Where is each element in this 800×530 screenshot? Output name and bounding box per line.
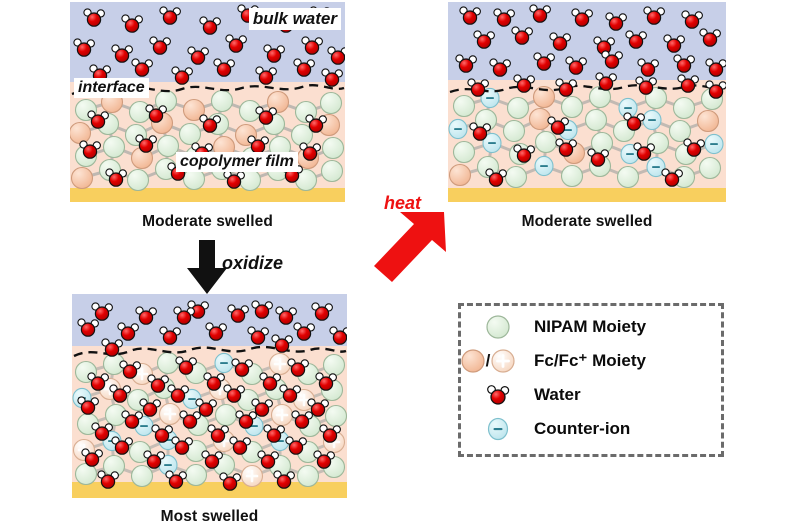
- heat-arrow-label: heat: [384, 193, 422, 213]
- panel-bottom-left-graphics: [72, 300, 347, 491]
- legend-item-nipam: NIPAM Moiety: [471, 314, 646, 340]
- counter-ion-icon: [471, 416, 525, 442]
- label-bulk-water: bulk water: [248, 8, 341, 30]
- label-copolymer-film: copolymer film: [176, 152, 298, 172]
- legend-item-fc: / Fc/Fc⁺ Moiety: [451, 348, 646, 374]
- legend-label-counter-ion: Counter-ion: [534, 419, 631, 438]
- fc-sphere-pair-icon: /: [451, 348, 525, 374]
- legend-label-water: Water: [534, 385, 581, 404]
- oxidize-arrow-label: oxidize: [222, 253, 284, 273]
- bulk-water-molecules-2: [455, 4, 726, 99]
- legend-label-fc: Fc/Fc⁺ Moiety: [534, 351, 646, 370]
- caption-top-right: Moderate swelled: [521, 213, 653, 230]
- label-interface: interface: [74, 78, 149, 98]
- substrate-layer: [70, 188, 345, 202]
- panel-top-left: bulk water interface copolymer film: [70, 2, 345, 202]
- oxidize-arrow: [187, 240, 227, 294]
- panel-top-right: [448, 2, 726, 202]
- legend-box: NIPAM Moiety / Fc/Fc⁺ Moiety Water: [458, 303, 724, 457]
- fc-slash: /: [485, 351, 491, 370]
- legend-item-water: Water: [471, 382, 581, 408]
- caption-top-left: Moderate swelled: [142, 213, 273, 230]
- nipam-sphere-icon: [471, 314, 525, 340]
- legend-item-counter-ion: Counter-ion: [471, 416, 630, 442]
- legend-label-nipam: NIPAM Moiety: [534, 317, 647, 336]
- panel-top-left-graphics: [70, 4, 345, 192]
- panel-bottom-left: [72, 294, 347, 498]
- interface-line-3: [73, 345, 347, 358]
- heat-arrow: [374, 212, 446, 282]
- caption-bottom-left: Most swelled: [160, 508, 259, 525]
- panel-top-right-graphics: [448, 4, 726, 189]
- water-molecule-icon: [471, 382, 525, 408]
- substrate-layer-2: [448, 188, 726, 202]
